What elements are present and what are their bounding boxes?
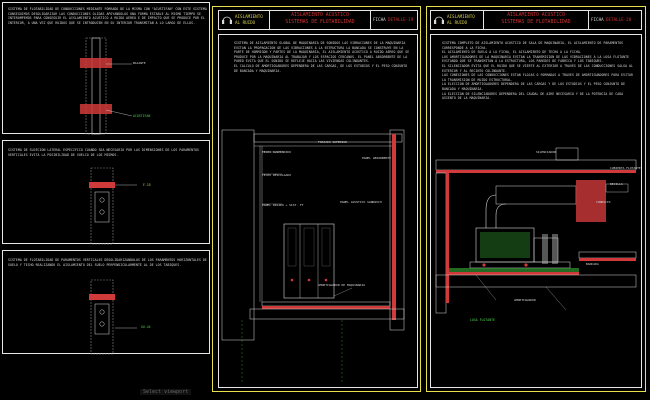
sheet-detail-20: [426, 6, 646, 392]
detail-2-label: F-15: [143, 183, 151, 187]
sheet-1-label-suelo: PANEL RIGIDO + SIST. FT: [262, 203, 304, 207]
sheet-2-header-left-line1: AISLAMIENTO: [447, 14, 475, 19]
detail-1-label-bottom: ACUSTIFAN: [133, 114, 151, 118]
sheet-1-label-forjado: FORJADO SUPERIOR: [318, 140, 347, 144]
sheet-1-header-left: [218, 10, 270, 30]
sheet-1-label-panel: PANEL ABSORBENTE: [362, 156, 391, 160]
sheet-2-label-rejilla: REJILLA: [610, 182, 623, 186]
sheet-detail-19: [212, 6, 421, 392]
sheet-1-header-title-line2: SISTEMAS DE FLOTABILIDAD: [285, 20, 355, 25]
detail-3-label: GU-44: [141, 325, 151, 329]
sheet-1-label-amortiguador: AMORTIGUADOR DE MAQUINARIA: [318, 283, 365, 287]
sheet-2-label-conducto: CONDUCTO: [596, 200, 611, 204]
sheet-2-description: SISTEMA COMPLETO DE AISLAMIENTO ACUSTICO…: [442, 41, 633, 101]
headphones-icon: [222, 16, 232, 24]
sheet-2-ficha-value: DETALLE-20: [606, 17, 632, 22]
sheet-2-label-bancada: BANCADA: [586, 262, 599, 266]
sheet-1-body: [218, 34, 418, 388]
detail-1-drawing: [80, 37, 133, 135]
detail-2-drawing: [89, 167, 137, 245]
sheet-2-header-ficha-cell: [588, 10, 642, 30]
sheet-2-label-silenciador: SILENCIADOR: [536, 150, 556, 154]
sheet-1-header-ficha-cell: [370, 10, 418, 30]
sheet-2-label-losa: LOSA FLOTANTE: [470, 318, 495, 322]
machine-room-plan-drawing: [435, 147, 637, 314]
sheet-2-body: [430, 34, 642, 388]
sheet-2-label-cubierta: CUBIERTA FLOTANTE: [610, 166, 641, 170]
sheet-2-header-title-line2: SISTEMAS DE FLOTABILIDAD: [501, 20, 571, 25]
sheet-2-ficha-label: FICHA: [591, 17, 604, 22]
sheet-1-label-techo: TECHO SUSPENDIDO: [262, 150, 291, 154]
headphones-icon: [434, 16, 444, 24]
sheet-1-ficha-label: FICHA: [373, 17, 386, 22]
sheet-2-header-title-line1: AISLAMIENTO ACUSTICO: [507, 13, 565, 18]
sheet-1-ficha-value: DETALLE-19: [388, 17, 414, 22]
sheet-1-label-acustico: PANEL ACUSTICO SANDWICH: [340, 200, 382, 204]
detail-1-label-top: BAJANTE: [133, 61, 146, 65]
sheet-2-header-left: [430, 10, 484, 30]
sheet-2-label-amortiguador: AMORTIGUADOR: [514, 298, 536, 302]
detail-2-description: SISTEMA DE SUJECION LATERAL ESPECIFICO C…: [8, 148, 201, 157]
sheet-1-header-left-line2: AL RUIDO: [235, 20, 256, 25]
sheet-1-label-muro: TECHO DESCOLGADO: [262, 173, 291, 177]
sheet-1-header-left-line1: AISLAMIENTO: [235, 14, 263, 19]
machine-room-section-drawing: [221, 129, 405, 384]
detail-panel-3: [2, 250, 210, 354]
viewport-selector[interactable]: Select viewport: [140, 389, 192, 395]
sheet-1-description: SISTEMA DE AISLAMIENTO GLOBAL DE MAQUINA…: [234, 41, 410, 73]
detail-1-description: SISTEMA DE FLOTABILIDAD DE CONDUCCIONES …: [8, 7, 209, 25]
sheet-2-header-left-line2: AL RUIDO: [447, 20, 468, 25]
detail-3-drawing: [89, 279, 137, 355]
detail-3-description: SISTEMA DE FLOTABILIDAD DE PARAMENTOS VE…: [8, 258, 209, 267]
sheet-1-header-title-line1: AISLAMIENTO ACUSTICO: [291, 13, 349, 18]
